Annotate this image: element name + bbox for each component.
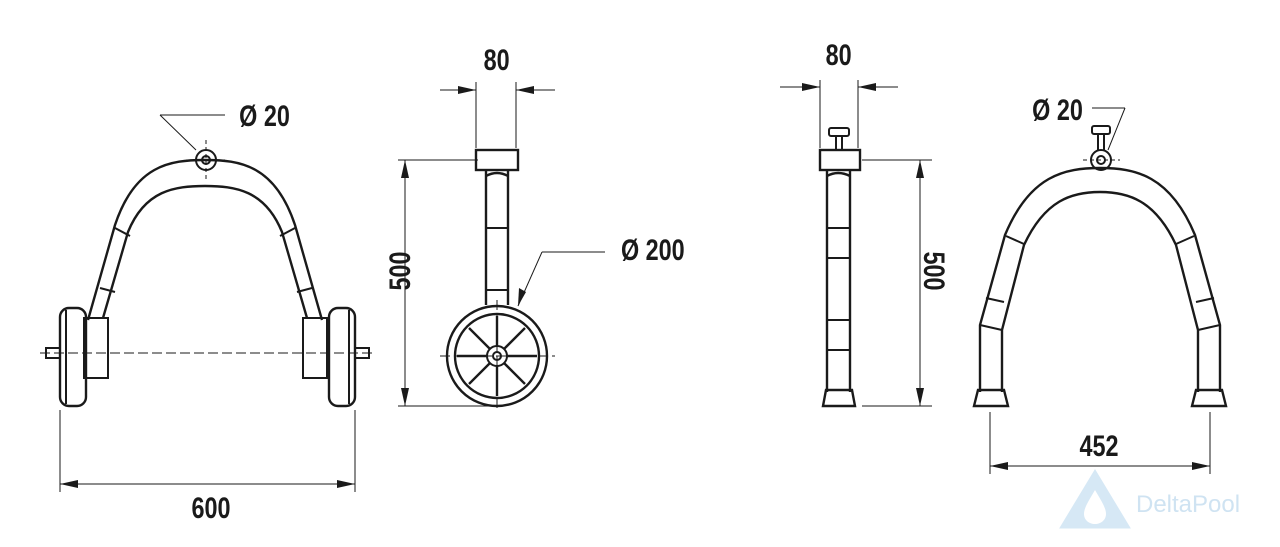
rear-left-foot [972, 388, 1010, 408]
side-view-stand: 80 500 [780, 38, 951, 408]
rear-view: Ø 20 452 [972, 93, 1228, 474]
rear-arch-outer [978, 166, 1222, 392]
side-view-wheel: 80 500 Ø 200 [383, 43, 685, 412]
left-bracket [83, 317, 109, 379]
wheel-diameter-label: Ø 200 [621, 233, 685, 266]
left-wheel [58, 306, 88, 408]
front-diameter-label: Ø 20 [239, 99, 290, 132]
rear-arch-inner [1000, 190, 1200, 392]
rear-width-label: 452 [1080, 429, 1119, 462]
arch-tube-outer [86, 158, 324, 321]
side-width-label: 80 [484, 43, 510, 76]
logo-text: DeltaPool [1136, 491, 1240, 518]
logo-drop-icon [1084, 490, 1106, 524]
stand-height-label: 500 [917, 251, 950, 290]
rear-diameter-label: Ø 20 [1032, 93, 1083, 126]
top-clamp-2 [818, 148, 862, 172]
deltapool-logo: DeltaPool [1059, 469, 1240, 529]
foot [821, 388, 857, 408]
front-view: Ø 20 600 [40, 99, 375, 525]
front-width-label: 600 [192, 491, 231, 524]
top-clamp [474, 148, 520, 172]
arch-tube-inner [101, 184, 309, 319]
right-wheel [327, 306, 357, 408]
rear-right-foot [1190, 388, 1228, 408]
right-bracket [302, 317, 328, 379]
stand-width-label: 80 [826, 38, 852, 71]
side-height-label: 500 [383, 251, 416, 290]
